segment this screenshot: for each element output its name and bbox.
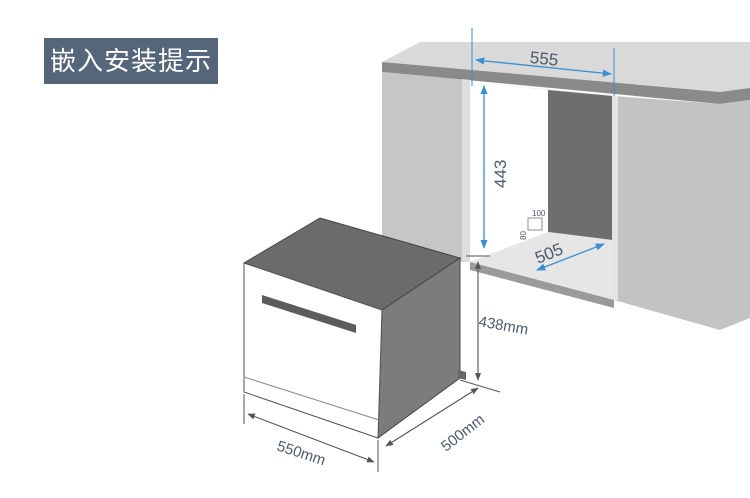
cabinet-right-edge: [612, 96, 618, 300]
cabinet-left-panel: [382, 72, 468, 262]
dishwasher-handle: [262, 295, 356, 333]
cabinet-right-panel: [614, 96, 750, 330]
dishwasher-rear-foot: [458, 370, 466, 380]
cabinet-dimensions: [471, 28, 615, 271]
label-notch-width: 100: [532, 209, 546, 218]
label-unit-height: 438mm: [477, 313, 529, 338]
label-notch-height: 80: [519, 231, 528, 240]
label-unit-width: 550mm: [275, 438, 328, 470]
label-cabinet-height: 443: [491, 160, 510, 188]
label-cabinet-width: 555: [529, 48, 559, 70]
dishwasher-dimensions: [243, 255, 501, 472]
dim-line-550: [247, 413, 375, 463]
section-title: 嵌入安装提示: [44, 38, 218, 84]
label-unit-depth: 500mm: [438, 411, 488, 455]
dim-line-500: [385, 387, 479, 447]
dishwasher: [242, 217, 466, 440]
cabinet-toe-kick: [470, 262, 614, 308]
dim-line-555: [475, 57, 612, 77]
cabinet-notch: [527, 217, 543, 231]
countertop-edge: [382, 62, 750, 104]
dishwasher-door-line: [243, 376, 380, 421]
cabinet-interior-back: [548, 90, 612, 240]
dim-line-505: [536, 243, 605, 271]
cabinet-left-edge: [462, 79, 470, 262]
